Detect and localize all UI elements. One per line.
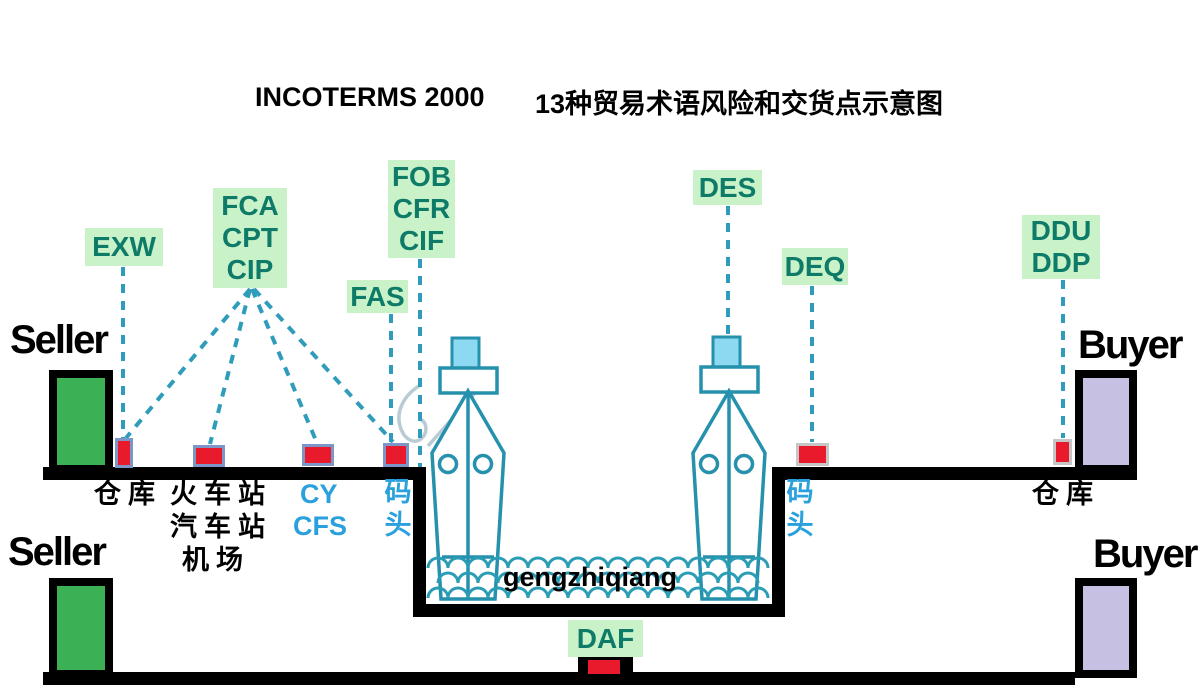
term-text: FCA [221,190,279,221]
location-label-train-station: 火车站 [170,479,272,509]
term-label-fca-cpt-cip: FCA CPT CIP [213,188,287,288]
location-label-dock-left: 码头 [384,477,412,540]
term-label-fas: FAS [347,280,408,313]
page-title-chinese: 13种贸易术语风险和交货点示意图 [535,89,944,119]
delivery-marker-cy-cfs [302,444,334,466]
fca-risk-line-station [208,288,252,445]
page-title: INCOTERMS 2000 [255,82,485,112]
term-text: DEQ [784,250,846,282]
delivery-marker-dock-right [796,443,829,466]
sea-basin-right-wall [772,467,785,617]
buyer-label-bottom: Buyer [1093,532,1198,576]
buyer-warehouse-building-bottom [1075,578,1137,678]
term-text: CIF [398,225,445,256]
seller-label-top: Seller [10,318,109,362]
fca-risk-line-cy [250,288,319,444]
term-label-fob-cfr-cif: FOB CFR CIF [388,160,455,258]
sea-basin-left-wall [413,467,426,617]
location-label-buyer-warehouse: 仓库 [1032,479,1100,509]
ship-icon [691,335,767,601]
seller-warehouse-building [49,370,113,473]
fca-risk-line-warehouse [124,287,252,440]
location-label-cy: CY [300,479,338,509]
term-label-daf: DAF [568,620,643,657]
term-text: DDU [1030,215,1092,246]
location-label-dock-right: 码头 [786,477,814,540]
term-label-des: DES [693,170,762,205]
location-label-cfs: CFS [293,511,347,541]
delivery-marker-dock-left [383,443,409,467]
seller-label-bottom: Seller [8,530,107,574]
term-label-deq: DEQ [782,248,848,285]
buyer-label-top: Buyer [1078,323,1183,367]
delivery-marker-daf [588,660,620,674]
border-ground-line [43,672,1075,685]
term-text: CPT [222,222,278,253]
term-text: DAF [576,622,635,654]
crane-hook-icon [397,366,499,448]
term-label-ddu-ddp: DDU DDP [1022,215,1100,279]
location-label-seller-warehouse: 仓库 [94,479,162,509]
sea-basin-bottom [413,604,785,617]
term-label-exw: EXW [85,228,163,266]
daf-border-post [578,655,633,677]
ground-line-seller-side [43,467,420,480]
buyer-warehouse-building [1075,370,1137,473]
term-text: CFR [392,193,451,224]
delivery-marker-station [193,445,225,467]
delivery-marker-buyer-warehouse [1053,439,1072,465]
watermark-text: gengzhiqiang [503,562,677,592]
ship-icon [430,336,506,601]
location-label-bus-station: 汽车站 [170,512,272,542]
term-text: FAS [350,280,405,312]
delivery-marker-seller-warehouse [115,438,133,468]
term-text: CIP [226,254,274,285]
seller-warehouse-building-bottom [49,578,113,678]
ground-line-buyer-side [772,467,1137,480]
term-text: DES [698,171,757,203]
location-label-airport: 机场 [182,545,250,575]
term-text: FOB [391,161,452,192]
term-text: EXW [92,231,156,262]
term-text: DDP [1031,247,1091,278]
